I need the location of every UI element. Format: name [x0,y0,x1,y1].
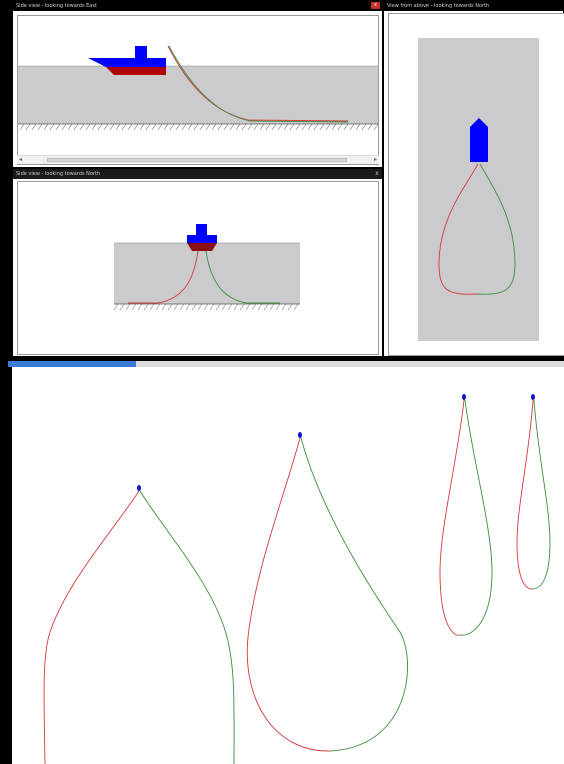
buoy [137,485,141,491]
water-area [18,66,378,124]
top-view-window: View from above - looking towards North [383,0,564,357]
mooring-line-green [168,45,349,123]
side-view-east-window: Side view - looking towards East x ◂ ▸ [12,0,383,168]
mooring-comparison-canvas [12,367,564,764]
side-view-north-titlebar: Side view - looking towards North x [13,169,382,179]
side-view-north-title: Side view - looking towards North [16,171,101,177]
side-view-east-title: Side view - looking towards East [16,3,97,9]
side-view-north-canvas [17,181,379,355]
ship-mast [135,46,147,58]
water-area [114,243,300,304]
buoy [298,432,302,438]
top-view-canvas [388,13,564,356]
progress-track [8,361,564,367]
window-frame-left [0,0,12,764]
mooring-line-green [531,399,551,590]
close-icon[interactable]: x [375,170,379,177]
ship-hull-bottom [106,67,166,75]
top-view-title: View from above - looking towards North [387,3,490,9]
ship-hull-top [88,58,166,67]
mooring-line-red [439,399,465,636]
buoy [462,394,466,400]
mooring-line-red [438,163,479,295]
mooring-line-green [205,250,280,304]
mooring-line-green [300,437,409,752]
side-view-east-canvas [17,15,379,165]
mooring-line-green [459,399,493,636]
scroll-left-arrow-icon[interactable]: ◂ [19,156,23,163]
mooring-line-red [43,490,140,764]
ship-hull-top [187,235,217,243]
mooring-line-red [246,437,331,752]
side-view-north-drawing [113,224,300,311]
close-icon[interactable]: x [371,2,380,9]
mooring-line-green [476,163,516,295]
ship-side-east [88,46,166,75]
ship-side-north [187,224,217,251]
water-area [418,38,539,341]
mooring-line-green [139,490,235,764]
seabed-hatching [18,123,378,131]
mooring-line-red [516,399,534,590]
buoy [531,394,535,400]
progress-fill [8,361,136,367]
horizontal-scrollbar[interactable]: ◂ ▸ [17,155,379,164]
top-view-drawing [418,38,539,341]
top-view-titlebar: View from above - looking towards North [384,1,563,11]
side-view-east-drawing [18,45,378,131]
scroll-right-arrow-icon[interactable]: ▸ [373,156,377,163]
side-view-north-window: Side view - looking towards North x [12,168,383,357]
ship-hull-bottom [187,243,217,251]
ship-mast [196,224,207,235]
ship-top-view [470,118,488,162]
mooring-comparison-drawing [43,394,551,764]
seabed-hatching [113,303,299,311]
side-view-east-titlebar: Side view - looking towards East x [13,1,382,11]
scrollbar-thumb[interactable] [47,158,347,162]
window-frame-divider [0,357,564,361]
mooring-line-red [128,250,199,304]
mooring-line-red [167,45,349,122]
